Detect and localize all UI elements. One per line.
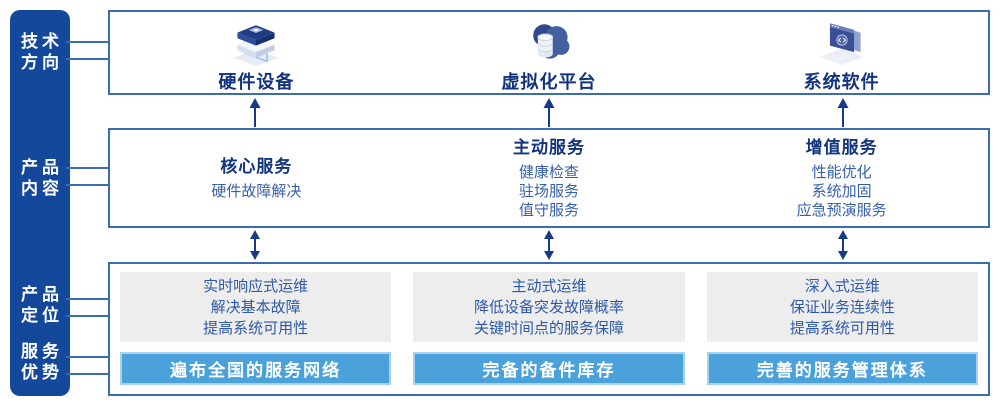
service-column-active: 主动服务 健康检查 驻场服务 值守服务 bbox=[403, 130, 696, 226]
positioning-line: 深入式运维 bbox=[804, 277, 880, 295]
positioning-line: 保证业务连续性 bbox=[789, 298, 895, 316]
positioning-line: 降低设备突发故障概率 bbox=[473, 298, 624, 316]
tech-item-label: 硬件设备 bbox=[218, 72, 295, 92]
service-item: 性能优化 bbox=[811, 163, 872, 181]
server-stack-icon bbox=[227, 15, 285, 67]
positioning-box: 实时响应式运维 解决基本故障 提高系统可用性 遍布全国的服务网络 主动式运维 降… bbox=[108, 262, 990, 396]
service-column-title: 主动服务 bbox=[513, 137, 585, 157]
sidebar-label-line: 方向 bbox=[21, 53, 63, 72]
positioning-panel: 深入式运维 保证业务连续性 提高系统可用性 bbox=[706, 272, 978, 342]
tech-item-label: 系统软件 bbox=[803, 72, 880, 92]
positioning-column-proactive: 主动式运维 降低设备突发故障概率 关键时间点的服务保障 完备的备件库存 bbox=[413, 272, 685, 385]
service-column-value-added: 增值服务 性能优化 系统加固 应急预演服务 bbox=[695, 130, 988, 226]
category-sidebar: 技术 方向 产品 内容 产品 定位 服务 优势 bbox=[10, 10, 70, 396]
positioning-panel: 实时响应式运维 解决基本故障 提高系统可用性 bbox=[120, 272, 392, 342]
service-item: 硬件故障解决 bbox=[211, 182, 302, 200]
sidebar-label-product-positioning: 产品 定位 bbox=[10, 284, 70, 326]
advantage-banner: 遍布全国的服务网络 bbox=[120, 352, 392, 385]
cloud-database-icon bbox=[520, 15, 578, 67]
tech-item-software: 系统软件 bbox=[695, 12, 988, 93]
sidebar-label-service-advantage: 服务 优势 bbox=[10, 341, 70, 383]
connector-line bbox=[66, 356, 110, 358]
sidebar-label-tech-direction: 技术 方向 bbox=[10, 31, 70, 73]
sidebar-label-line: 产品 bbox=[21, 158, 63, 177]
positioning-line: 提高系统可用性 bbox=[789, 319, 895, 337]
service-column-core: 核心服务 硬件故障解决 bbox=[110, 130, 403, 226]
advantage-banner: 完善的服务管理体系 bbox=[706, 352, 978, 385]
code-window-icon bbox=[813, 15, 871, 67]
connector-line bbox=[66, 373, 110, 375]
positioning-line: 实时响应式运维 bbox=[203, 277, 309, 295]
tech-item-virtualization: 虚拟化平台 bbox=[403, 12, 696, 93]
service-item: 应急预演服务 bbox=[796, 201, 887, 219]
arrow-row-up bbox=[108, 97, 990, 127]
positioning-column-realtime: 实时响应式运维 解决基本故障 提高系统可用性 遍布全国的服务网络 bbox=[120, 272, 392, 385]
connector-line bbox=[66, 184, 110, 186]
service-item: 健康检查 bbox=[519, 163, 580, 181]
service-item: 值守服务 bbox=[519, 201, 580, 219]
arrow-row-double bbox=[108, 230, 990, 260]
connector-line bbox=[66, 41, 110, 43]
sidebar-label-line: 内容 bbox=[21, 179, 63, 198]
tech-direction-box: 硬件设备 虚拟化平台 bbox=[108, 10, 990, 95]
connector-line bbox=[66, 298, 110, 300]
sidebar-label-line: 服务 bbox=[21, 342, 63, 361]
up-arrow bbox=[108, 97, 402, 127]
advantage-banner: 完备的备件库存 bbox=[413, 352, 685, 385]
sidebar-label-line: 优势 bbox=[21, 363, 63, 382]
product-content-box: 核心服务 硬件故障解决 主动服务 健康检查 驻场服务 值守服务 增值服务 性能优… bbox=[108, 128, 990, 228]
service-item: 驻场服务 bbox=[519, 182, 580, 200]
tech-item-hardware: 硬件设备 bbox=[110, 12, 403, 93]
service-column-title: 增值服务 bbox=[805, 137, 878, 157]
sidebar-label-product-content: 产品 内容 bbox=[10, 157, 70, 199]
positioning-line: 提高系统可用性 bbox=[203, 319, 309, 337]
service-column-title: 核心服务 bbox=[220, 156, 293, 176]
sidebar-label-line: 定位 bbox=[21, 306, 63, 325]
up-arrow bbox=[696, 97, 990, 127]
connector-line bbox=[66, 58, 110, 60]
double-arrow bbox=[402, 230, 696, 260]
positioning-column-indepth: 深入式运维 保证业务连续性 提高系统可用性 完善的服务管理体系 bbox=[706, 272, 978, 385]
positioning-line: 解决基本故障 bbox=[210, 298, 301, 316]
up-arrow bbox=[402, 97, 696, 127]
tech-item-label: 虚拟化平台 bbox=[501, 72, 597, 92]
positioning-line: 主动式运维 bbox=[511, 277, 587, 295]
double-arrow bbox=[696, 230, 990, 260]
double-arrow bbox=[108, 230, 402, 260]
connector-line bbox=[66, 167, 110, 169]
positioning-panel: 主动式运维 降低设备突发故障概率 关键时间点的服务保障 bbox=[413, 272, 685, 342]
sidebar-label-line: 产品 bbox=[21, 285, 63, 304]
sidebar-label-line: 技术 bbox=[21, 32, 63, 51]
connector-line bbox=[66, 315, 110, 317]
service-item: 系统加固 bbox=[811, 182, 872, 200]
positioning-line: 关键时间点的服务保障 bbox=[473, 319, 624, 337]
